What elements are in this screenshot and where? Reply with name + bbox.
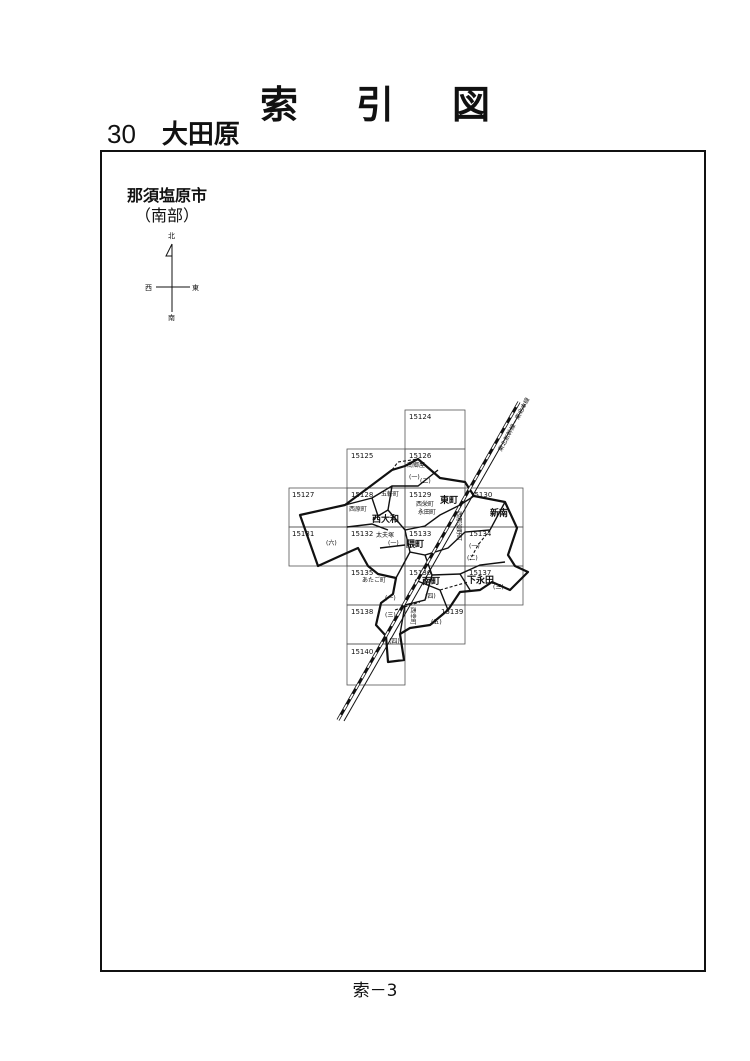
map-frame	[100, 150, 706, 972]
district-mark: (四)	[389, 638, 400, 645]
sheet-label: 15135	[351, 569, 373, 577]
district-mark: (四)	[425, 593, 436, 600]
district-mark: (五)	[431, 619, 442, 626]
place-kumamachi: 隈町	[406, 539, 424, 550]
district-mark: (三)	[493, 584, 504, 591]
sheet-label: 15133	[409, 530, 431, 538]
district-mark: (一)	[409, 474, 420, 481]
place-shimo-eida: 下永田	[467, 574, 494, 586]
city-sub: （南部）	[134, 206, 199, 225]
page-footer: 索－3	[352, 981, 398, 1001]
place-nishihara: 西原町	[349, 506, 367, 513]
compass-icon: 北 南 西 東	[145, 232, 199, 322]
place-eidamachi: 永田町	[418, 508, 436, 516]
sheet-label: 15129	[409, 491, 431, 499]
sheet-label: 15139	[441, 608, 463, 616]
page-title: 索引図	[259, 83, 548, 127]
compass-south: 南	[168, 313, 175, 322]
sheet-label: 15130	[470, 491, 492, 499]
compass-east: 東	[192, 283, 199, 292]
sheet-label: 15125	[351, 452, 373, 460]
place-gokenmachi: 五軒町	[381, 490, 399, 498]
sheet-label: 15127	[292, 491, 314, 499]
district-mark: (一)	[385, 595, 396, 602]
town-boundary	[298, 457, 530, 664]
sheet-label: 15138	[351, 608, 373, 616]
place-shinnan: 新南	[490, 507, 508, 519]
city-label: 那須塩原市 （南部）	[112, 186, 222, 226]
place-higashimachi: 東町	[440, 494, 458, 506]
sheet-label: 15140	[351, 648, 373, 656]
sheet-label: 15134	[469, 530, 492, 538]
sheet-label: 15137	[469, 569, 491, 577]
dashed-boundaries	[371, 458, 491, 611]
railway-lines	[336, 401, 526, 722]
compass-north: 北	[168, 232, 175, 240]
place-nishi-owa: 西大和	[372, 513, 399, 525]
region-heading: 30 大田原	[107, 114, 240, 151]
sheet-label: 15124	[409, 413, 432, 421]
district-mark: (一)	[388, 540, 399, 547]
place-vertical-label: 西那須野町	[455, 511, 463, 541]
place-nishi-eimachi: 西栄町	[416, 500, 434, 508]
district-mark: (二)	[467, 555, 478, 562]
district-mark: (一)	[469, 543, 480, 550]
sheet-15139[interactable]	[404, 604, 466, 645]
region-name: 大田原	[161, 120, 240, 150]
place-nishi-saiwaimachi: 西幸町	[409, 607, 417, 625]
district-mark: (二)	[420, 478, 431, 485]
region-number: 30	[107, 119, 136, 149]
sheet-label: 15131	[292, 530, 314, 538]
district-marks: (一) (二) (六) (一) (一) (二) (三) (一) (四) (三) …	[326, 474, 504, 645]
city-name: 那須塩原市	[126, 186, 207, 205]
district-mark: (三)	[385, 612, 396, 619]
sheet-label: 15128	[351, 491, 373, 499]
sheet-15140[interactable]	[346, 643, 406, 686]
place-minami-gosho: 南郷屋	[407, 461, 425, 469]
place-atagomachi: あたご町	[362, 576, 386, 584]
district-mark: (六)	[326, 539, 337, 547]
place-tracks-label: 東北新幹線・東北本線	[496, 396, 531, 453]
place-minamimachi: 南町	[422, 575, 440, 587]
place-taiomaru: 太夫塚	[376, 531, 394, 539]
sheet-numbers: 15124 15125 15126 15127 15128 15129 1513…	[292, 413, 492, 656]
sheet-15137[interactable]	[464, 565, 524, 606]
compass-west: 西	[145, 284, 152, 292]
sheet-label: 15132	[351, 530, 373, 538]
sheet-label: 15126	[409, 452, 432, 460]
